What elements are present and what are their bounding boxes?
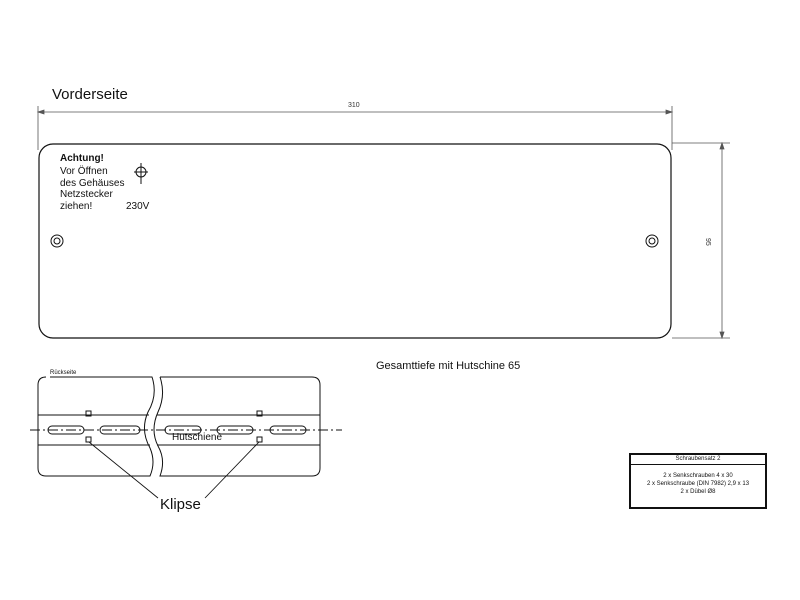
screw-kit-item: 2 x Senkschrauben 4 x 30 <box>663 473 733 479</box>
warning-line: des Gehäuses <box>60 178 125 189</box>
screw-kit-item: 2 x Senkschraube (DIN 7982) 2,9 x 13 <box>646 481 750 487</box>
screw-kit-item: 2 x Dübel Ø8 <box>680 489 716 495</box>
mounting-hole-icon-left <box>50 234 64 248</box>
screw-kit-box: Schraubensatz 2 2 x Senkschrauben 4 x 30… <box>629 453 767 509</box>
height-dimension-line <box>672 141 730 340</box>
back-panel-drawing <box>30 376 342 477</box>
clip-leader-lines <box>88 441 260 499</box>
warning-line: Vor Öffnen <box>60 166 108 177</box>
clip-label: Klipse <box>160 496 201 513</box>
back-title: Rückseite <box>50 370 77 376</box>
warning-heading: Achtung! <box>60 153 104 164</box>
width-dimension-line <box>36 106 674 150</box>
mounting-hole-icon-right <box>645 234 659 248</box>
rail-label: Hutschiene <box>172 432 223 443</box>
circle-cross-icon <box>134 163 148 184</box>
front-panel-outline <box>38 143 672 339</box>
warning-line: Netzstecker <box>60 189 113 200</box>
width-dimension-label: 310 <box>348 102 360 109</box>
total-depth-note: Gesamttiefe mit Hutschine 65 <box>376 360 521 372</box>
front-title: Vorderseite <box>52 86 128 103</box>
screw-kit-title: Schraubensatz 2 <box>631 455 765 465</box>
voltage-label: 230V <box>126 201 150 212</box>
warning-line: ziehen! <box>60 201 93 212</box>
height-dimension-label: 95 <box>704 238 711 246</box>
